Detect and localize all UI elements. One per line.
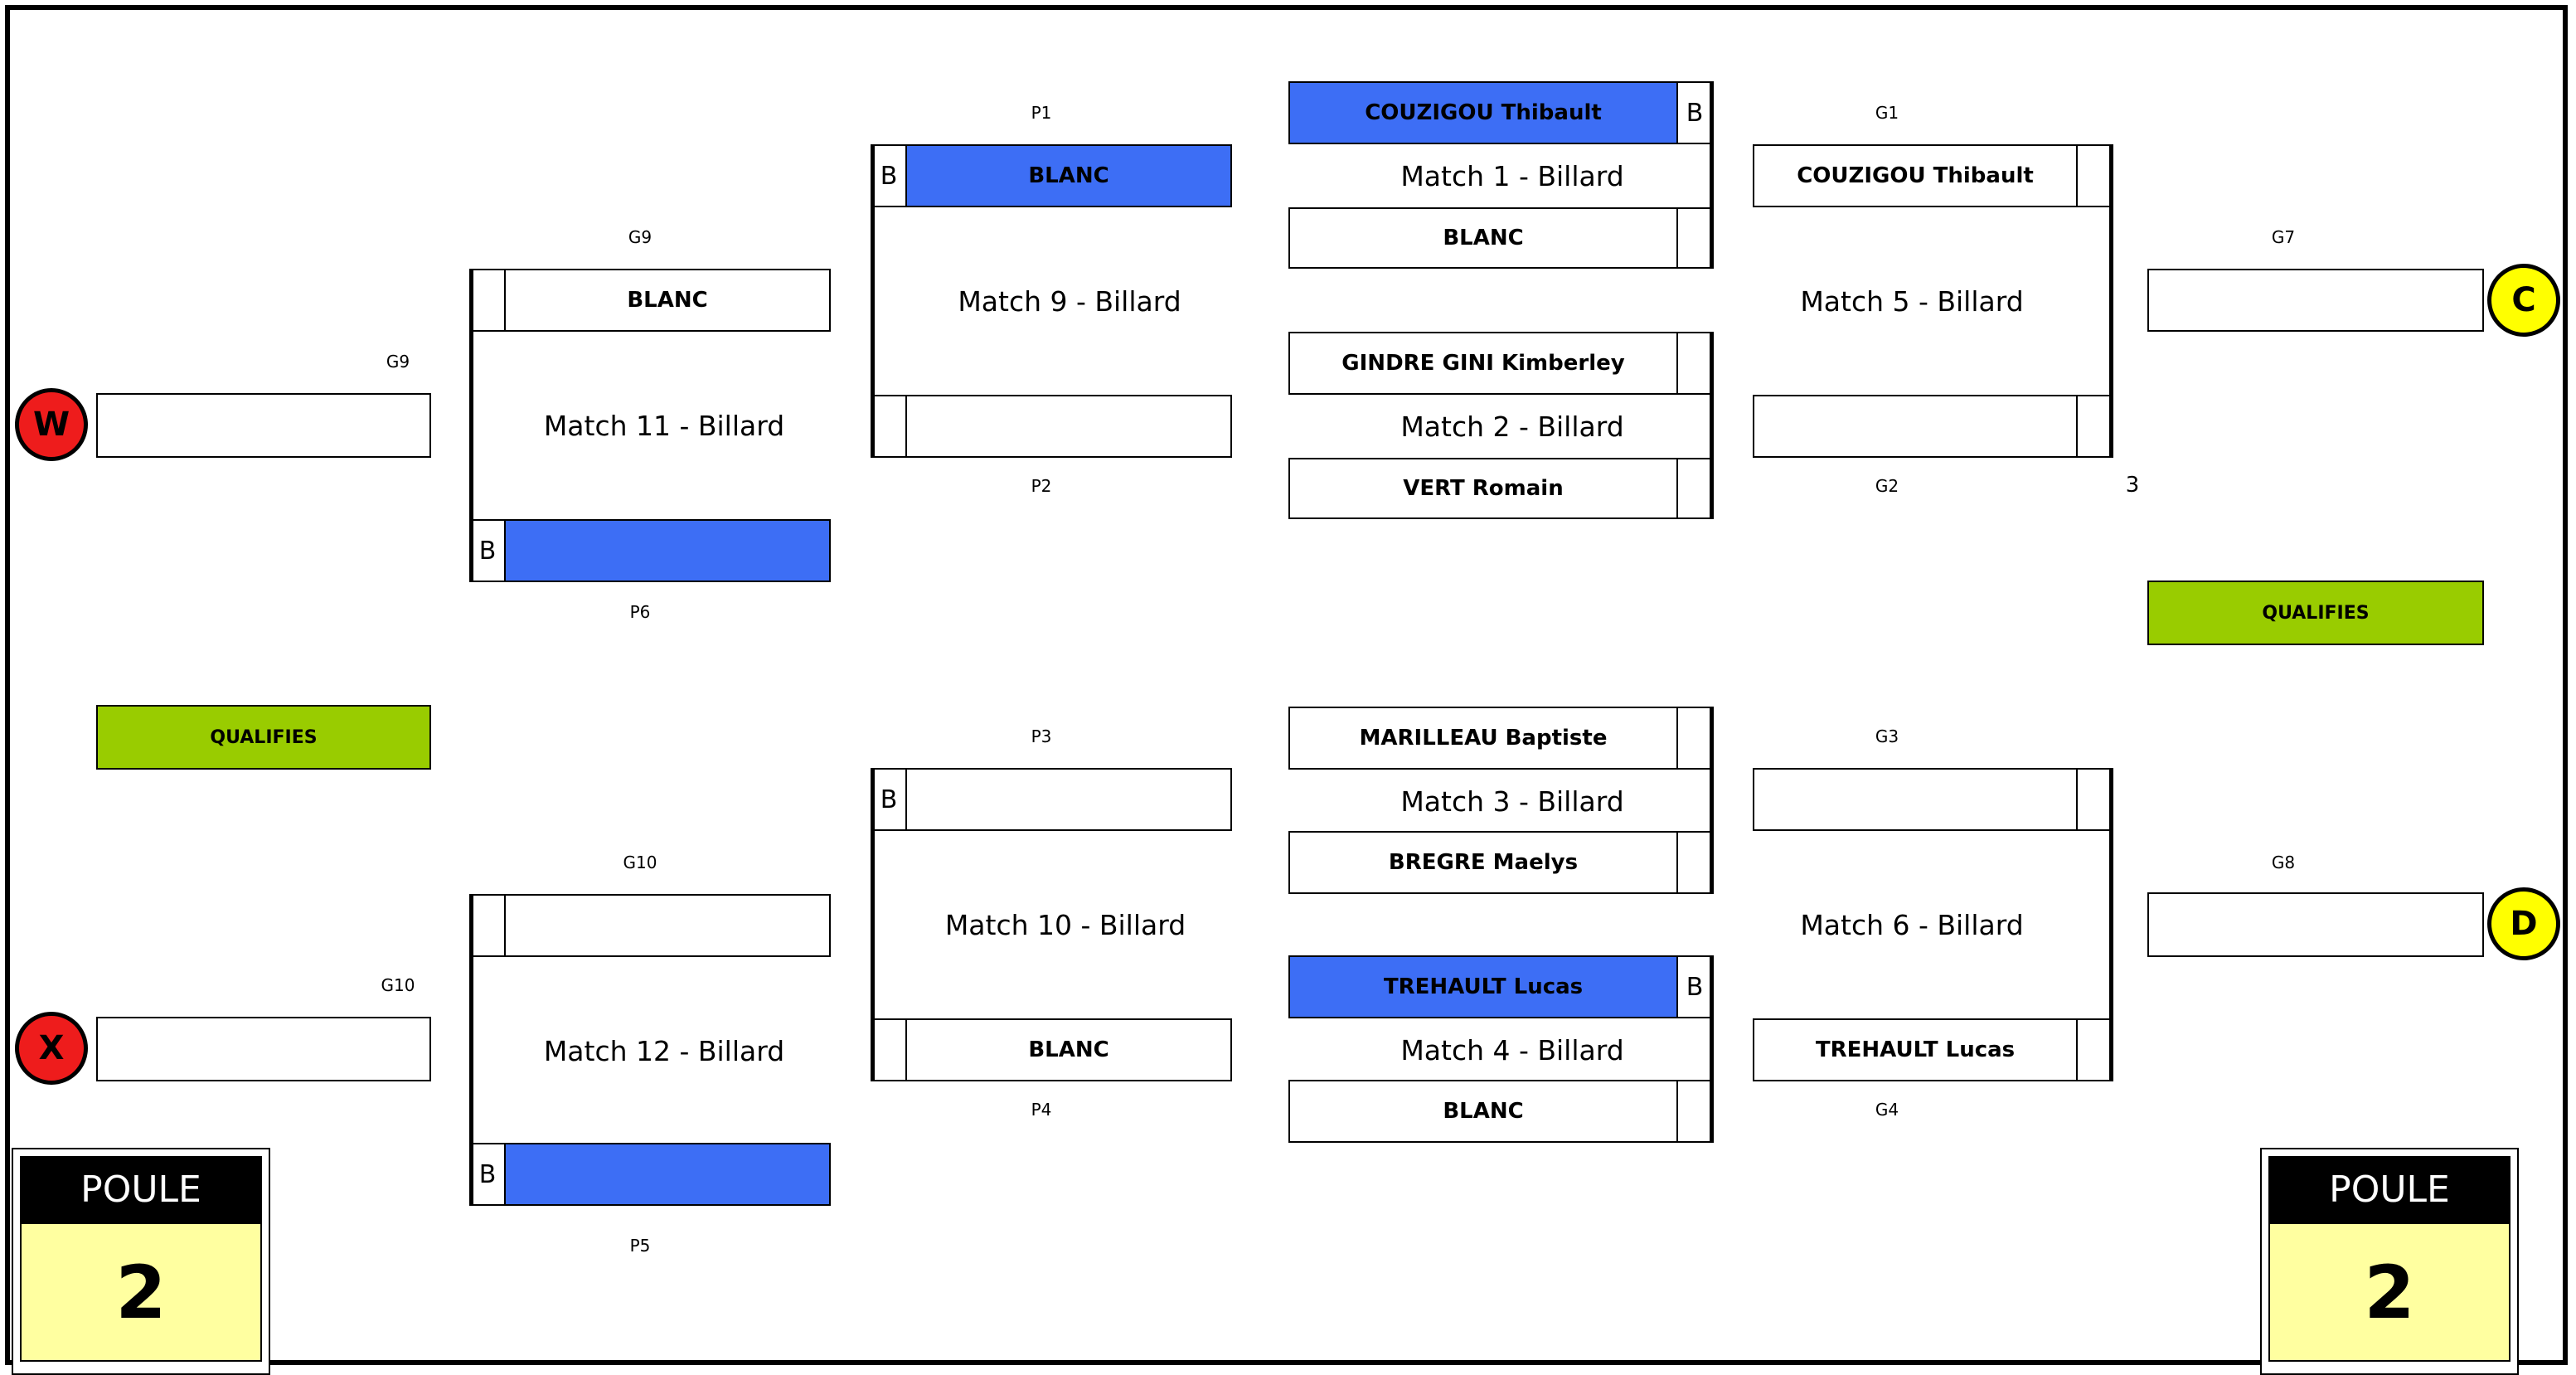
match3-label: Match 3 - Billard bbox=[1400, 785, 1624, 818]
match11-bottom-slot[interactable] bbox=[504, 519, 831, 582]
poule-box-left: POULE 2 bbox=[12, 1148, 270, 1375]
match3-player2-b-cell[interactable] bbox=[1676, 831, 1713, 894]
bracket-frame bbox=[5, 5, 2568, 1365]
g10-tag: G10 bbox=[381, 975, 415, 995]
match3-player1-b-cell[interactable] bbox=[1676, 707, 1713, 770]
match10-bottom-tag: P4 bbox=[1031, 1100, 1052, 1120]
match12-bracket-line bbox=[469, 894, 473, 1206]
match4-label: Match 4 - Billard bbox=[1400, 1033, 1624, 1066]
match1-label: Match 1 - Billard bbox=[1400, 159, 1624, 192]
match2-label: Match 2 - Billard bbox=[1400, 410, 1624, 443]
match10-bottom-b-cell[interactable] bbox=[871, 1018, 907, 1081]
match9-bottom-slot[interactable] bbox=[905, 395, 1232, 458]
match9-bottom-tag: P2 bbox=[1031, 476, 1052, 496]
match3-player2[interactable]: BREGRE Maelys bbox=[1288, 831, 1678, 894]
match9-bracket-line bbox=[871, 144, 875, 458]
match12-bottom-tag: P5 bbox=[629, 1236, 651, 1256]
poule-box-right: POULE 2 bbox=[2260, 1148, 2519, 1375]
match12-label: Match 12 - Billard bbox=[543, 1034, 785, 1067]
poule-title-left: POULE bbox=[20, 1156, 262, 1222]
match6-bracket-line bbox=[2109, 768, 2113, 1081]
match1-player1[interactable]: COUZIGOU Thibault bbox=[1288, 81, 1678, 144]
match5-bracket-line bbox=[2109, 144, 2113, 458]
qualifies-left: QUALIFIES bbox=[96, 705, 431, 770]
match10-bottom-slot[interactable]: BLANC bbox=[905, 1018, 1232, 1081]
match6-top-b-cell[interactable] bbox=[2076, 768, 2113, 831]
poule-value-left: 2 bbox=[20, 1222, 262, 1362]
match9-bottom-b-cell[interactable] bbox=[871, 395, 907, 458]
g7-slot[interactable] bbox=[2147, 269, 2484, 332]
match4-player2-b-cell[interactable] bbox=[1676, 1080, 1713, 1143]
match3-bracket-line bbox=[1710, 707, 1714, 894]
match5-top-b-cell[interactable] bbox=[2076, 144, 2113, 207]
qualifies-right: QUALIFIES bbox=[2147, 581, 2484, 645]
match1-player1-b-cell[interactable]: B bbox=[1676, 81, 1713, 144]
poule-title-right: POULE bbox=[2268, 1156, 2511, 1222]
badge-d: D bbox=[2487, 887, 2560, 960]
match4-player1-b-cell[interactable]: B bbox=[1676, 955, 1713, 1018]
match2-bracket-line bbox=[1710, 332, 1714, 519]
match5-bottom-slot[interactable] bbox=[1753, 395, 2078, 458]
match1-player2-b-cell[interactable] bbox=[1676, 207, 1713, 269]
match6-top-tag: G3 bbox=[1875, 726, 1899, 746]
match2-player1[interactable]: GINDRE GINI Kimberley bbox=[1288, 332, 1678, 395]
match10-top-slot[interactable] bbox=[905, 768, 1232, 831]
match12-top-tag: G10 bbox=[623, 853, 657, 872]
match11-top-slot[interactable]: BLANC bbox=[504, 269, 831, 332]
g7-tag: G7 bbox=[2271, 227, 2296, 247]
match6-bottom-tag: G4 bbox=[1875, 1100, 1899, 1120]
match5-label: Match 5 - Billard bbox=[1800, 284, 2024, 318]
match5-bottom-b-cell[interactable] bbox=[2076, 395, 2113, 458]
match1-bracket-line bbox=[1710, 81, 1714, 269]
poule-value-right: 2 bbox=[2268, 1222, 2511, 1362]
badge-w: W bbox=[15, 388, 88, 461]
match11-label: Match 11 - Billard bbox=[543, 409, 785, 442]
match5-extra-number: 3 bbox=[2125, 473, 2140, 498]
match6-bottom-slot[interactable]: TREHAULT Lucas bbox=[1753, 1018, 2078, 1081]
match1-player2[interactable]: BLANC bbox=[1288, 207, 1678, 269]
match6-label: Match 6 - Billard bbox=[1800, 908, 2024, 941]
match11-bottom-tag: P6 bbox=[629, 602, 651, 622]
match6-bottom-b-cell[interactable] bbox=[2076, 1018, 2113, 1081]
match2-player2-b-cell[interactable] bbox=[1676, 458, 1713, 519]
match11-top-b-cell[interactable] bbox=[469, 269, 506, 332]
match9-top-tag: P1 bbox=[1031, 103, 1052, 123]
match5-top-slot[interactable]: COUZIGOU Thibault bbox=[1753, 144, 2078, 207]
match4-player2[interactable]: BLANC bbox=[1288, 1080, 1678, 1143]
match12-bottom-b-cell[interactable]: B bbox=[469, 1143, 506, 1206]
match4-bracket-line bbox=[1710, 955, 1714, 1143]
g10-winner-slot[interactable] bbox=[96, 1017, 431, 1081]
match9-top-b-cell[interactable]: B bbox=[871, 144, 907, 207]
match2-player1-b-cell[interactable] bbox=[1676, 332, 1713, 395]
match11-top-tag: G9 bbox=[628, 227, 652, 247]
match2-player2[interactable]: VERT Romain bbox=[1288, 458, 1678, 519]
match9-top-slot[interactable]: BLANC bbox=[905, 144, 1232, 207]
badge-c: C bbox=[2487, 264, 2560, 337]
g9-winner-slot[interactable] bbox=[96, 393, 431, 458]
match10-top-tag: P3 bbox=[1031, 726, 1052, 746]
match12-top-slot[interactable] bbox=[504, 894, 831, 957]
badge-x: X bbox=[15, 1012, 88, 1085]
g8-tag: G8 bbox=[2271, 853, 2296, 872]
match11-bracket-line bbox=[469, 269, 473, 582]
g8-slot[interactable] bbox=[2147, 892, 2484, 957]
match3-player1[interactable]: MARILLEAU Baptiste bbox=[1288, 707, 1678, 770]
g9-tag: G9 bbox=[386, 352, 410, 372]
match9-label: Match 9 - Billard bbox=[958, 284, 1181, 318]
match5-top-tag: G1 bbox=[1875, 103, 1899, 123]
match5-bottom-tag: G2 bbox=[1875, 476, 1899, 496]
match10-label: Match 10 - Billard bbox=[944, 908, 1186, 941]
match4-player1[interactable]: TREHAULT Lucas bbox=[1288, 955, 1678, 1018]
match6-top-slot[interactable] bbox=[1753, 768, 2078, 831]
match10-top-b-cell[interactable]: B bbox=[871, 768, 907, 831]
match10-bracket-line bbox=[871, 768, 875, 1081]
match11-bottom-b-cell[interactable]: B bbox=[469, 519, 506, 582]
match12-top-b-cell[interactable] bbox=[469, 894, 506, 957]
match12-bottom-slot[interactable] bbox=[504, 1143, 831, 1206]
